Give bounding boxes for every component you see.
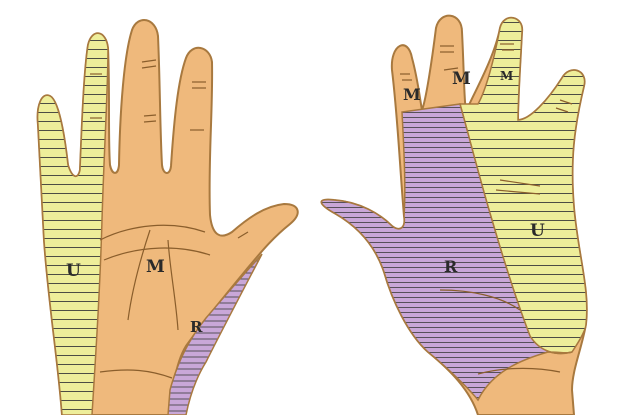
palmar-ulnar-label: U bbox=[66, 261, 81, 281]
dorsal-hand: M M M R U bbox=[321, 16, 586, 415]
dorsal-radial-label: R bbox=[444, 257, 458, 276]
dorsal-median-label-2: M bbox=[452, 69, 471, 89]
dorsal-median-label-1: M bbox=[403, 85, 421, 104]
dorsal-ulnar-label: U bbox=[530, 221, 545, 241]
palmar-median-label: M bbox=[146, 257, 165, 277]
palmar-radial-label: R bbox=[190, 318, 203, 336]
palmar-hand: U M R bbox=[38, 20, 298, 415]
dorsal-median-label-3: M bbox=[500, 69, 513, 83]
